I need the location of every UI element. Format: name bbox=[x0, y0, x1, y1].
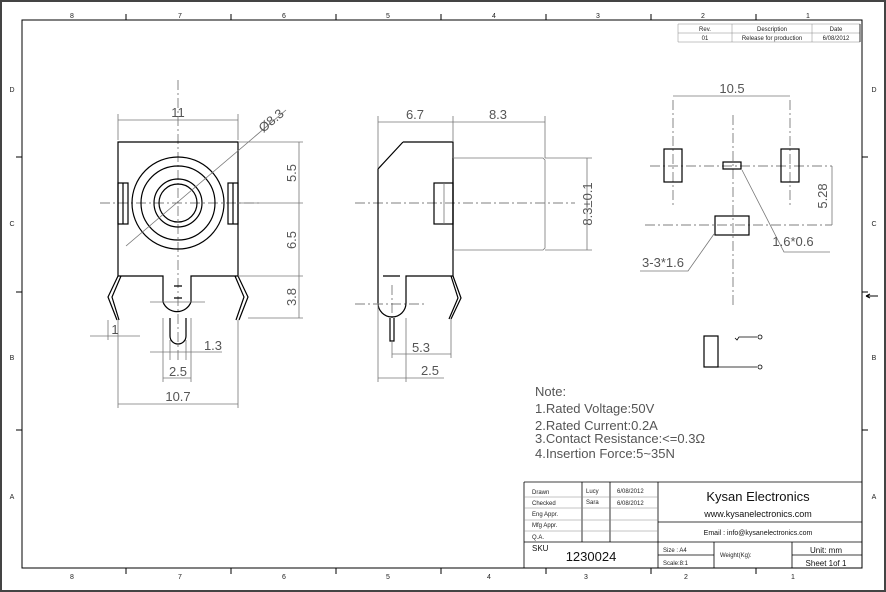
sku-label: SKU bbox=[532, 544, 549, 553]
zone-labels-bottom: 8 7 6 5 4 3 2 1 bbox=[70, 574, 795, 581]
company-website: www.kysanelectronics.com bbox=[703, 509, 812, 519]
zone-label: 2 bbox=[684, 574, 688, 581]
date-value: 6/08/2012 bbox=[823, 36, 850, 42]
zone-label: 8 bbox=[70, 574, 74, 581]
zone-label: 7 bbox=[178, 13, 182, 20]
zone-label: C bbox=[871, 221, 876, 228]
zone-label: C bbox=[9, 221, 14, 228]
zone-label: 8 bbox=[70, 13, 74, 20]
dim-barrel-diameter: 8.3±0.1 bbox=[580, 182, 595, 225]
note-item: 3.Contact Resistance:<=0.3Ω bbox=[535, 431, 705, 446]
zone-label: 3 bbox=[584, 574, 588, 581]
notes: Note: 1.Rated Voltage:50V 2.Rated Curren… bbox=[535, 384, 705, 461]
zone-label: 4 bbox=[492, 13, 496, 20]
note-item: 1.Rated Voltage:50V bbox=[535, 401, 655, 416]
dim-pin: 1.3 bbox=[204, 338, 222, 353]
description-header: Description bbox=[757, 27, 787, 33]
zone-label: 6 bbox=[282, 574, 286, 581]
sku-value: 1230024 bbox=[566, 549, 617, 564]
weight-label: Weight(Kg): bbox=[720, 553, 752, 559]
mfg-appr-label: Mfg Appr. bbox=[532, 523, 558, 529]
pad-small bbox=[722, 161, 742, 170]
company-name: Kysan Electronics bbox=[706, 489, 810, 504]
checked-date: 6/08/2012 bbox=[617, 501, 644, 507]
note-item: 4.Insertion Force:5~35N bbox=[535, 446, 675, 461]
label-large-pad: 3-3*1.6 bbox=[642, 255, 684, 270]
scale-label: Scale:8:1 bbox=[663, 561, 689, 567]
dim-width: 11 bbox=[171, 105, 185, 120]
label-small-pad: 1.6*0.6 bbox=[772, 234, 813, 249]
zone-label: 7 bbox=[178, 574, 182, 581]
dim-barrel: 8.3 bbox=[489, 107, 507, 122]
zone-label: D bbox=[871, 87, 876, 94]
pad-bottom bbox=[714, 215, 750, 236]
zone-label: 1 bbox=[806, 13, 810, 20]
pad-right bbox=[780, 148, 800, 183]
zone-label: B bbox=[10, 355, 15, 362]
title-block: Drawn Lucy 6/08/2012 Checked Sara 6/08/2… bbox=[523, 481, 862, 568]
eng-appr-label: Eng Appr. bbox=[532, 512, 558, 518]
jack-schematic-symbol bbox=[703, 334, 763, 370]
sheet-label: Sheet 1of 1 bbox=[806, 559, 847, 568]
unit-label: Unit: mm bbox=[810, 546, 842, 555]
date-header: Date bbox=[830, 27, 843, 33]
rev-value: 01 bbox=[702, 36, 709, 42]
zone-labels-rows: D C B A D C B A bbox=[9, 87, 876, 501]
pcb-layout: 10.5 5.28 1.6*0.6 3-3*1.6 bbox=[640, 81, 833, 305]
side-view-dimensions: 6.7 8.3 8.3±0.1 5.3 2.5 bbox=[377, 107, 595, 382]
size-label: Size : A4 bbox=[663, 548, 687, 554]
zone-label: A bbox=[872, 494, 877, 501]
zone-label: 5 bbox=[386, 574, 390, 581]
front-view bbox=[100, 80, 262, 360]
dim-diameter: Ø8.3 bbox=[255, 106, 286, 136]
zone-label: 5 bbox=[386, 13, 390, 20]
side-view bbox=[355, 141, 575, 342]
zone-label: 1 bbox=[791, 574, 795, 581]
dim-h2: 6.5 bbox=[284, 231, 299, 249]
dim-span: 10.7 bbox=[165, 389, 190, 404]
drawn-label: Drawn bbox=[532, 490, 549, 496]
note-item: 2.Rated Current:0.2A bbox=[535, 418, 658, 433]
dim-h3: 3.8 bbox=[284, 288, 299, 306]
rev-header: Rev. bbox=[699, 27, 711, 33]
dim-pin-offset: 5.3 bbox=[412, 340, 430, 355]
revision-table: Rev. Description Date 01 Release for pro… bbox=[677, 23, 861, 43]
dim-depth: 6.7 bbox=[406, 107, 424, 122]
drawing-frame bbox=[21, 19, 863, 569]
notes-title: Note: bbox=[535, 384, 566, 399]
description-value: Release for production bbox=[742, 36, 802, 42]
checked-label: Checked bbox=[532, 501, 556, 507]
qa-label: Q.A. bbox=[532, 535, 544, 541]
company-email: Email : info@kysanelectronics.com bbox=[704, 530, 813, 537]
zone-label: B bbox=[872, 355, 877, 362]
zone-label: A bbox=[10, 494, 15, 501]
front-view-dimensions: 11 Ø8.3 5.5 6.5 3.8 1 1.3 2.5 10.7 bbox=[90, 105, 303, 408]
zone-label: 6 bbox=[282, 13, 286, 20]
zone-ticks bbox=[16, 14, 878, 574]
checked-by: Sara bbox=[586, 500, 599, 506]
dim-leg: 1 bbox=[111, 322, 118, 337]
drawn-date: 6/08/2012 bbox=[617, 489, 644, 495]
dim-pin-spacing: 2.5 bbox=[169, 364, 187, 379]
zone-labels-top: 8 7 6 5 4 3 2 1 bbox=[70, 13, 810, 20]
dim-pad-span: 10.5 bbox=[719, 81, 744, 96]
dim-side-pin-spacing: 2.5 bbox=[421, 363, 439, 378]
drawn-by: Lucy bbox=[586, 489, 599, 495]
dim-row-spacing: 5.28 bbox=[815, 183, 830, 208]
zone-label: 2 bbox=[701, 13, 705, 20]
zone-label: 3 bbox=[596, 13, 600, 20]
pad-left bbox=[663, 148, 683, 183]
zone-label: D bbox=[9, 87, 14, 94]
zone-label: 4 bbox=[487, 574, 491, 581]
dim-h1: 5.5 bbox=[284, 164, 299, 182]
